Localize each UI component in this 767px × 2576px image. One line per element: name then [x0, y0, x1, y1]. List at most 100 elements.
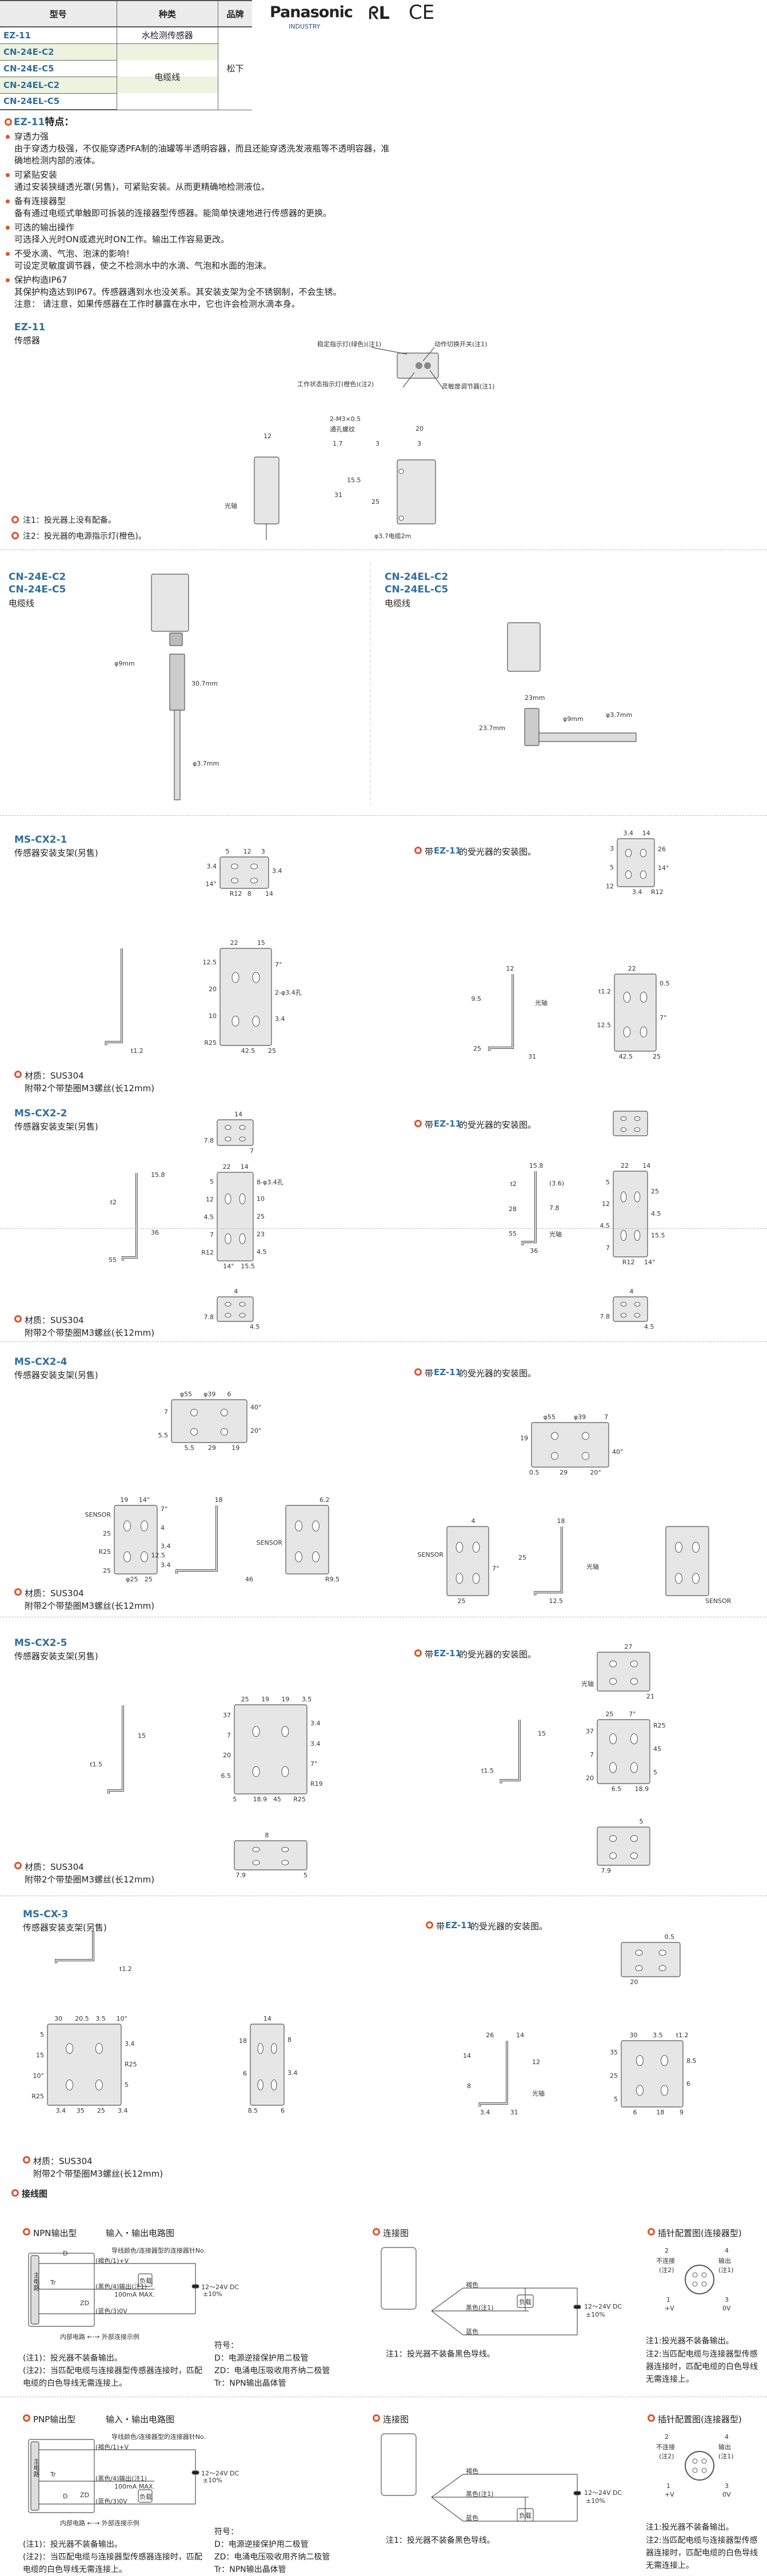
dimension-label: 4.5 — [250, 1323, 260, 1331]
dimension-label: 7.8 — [600, 1313, 610, 1321]
indicator-led — [416, 362, 422, 369]
mount-hole — [66, 2043, 74, 2054]
dimension-label: SENSOR — [705, 1597, 732, 1605]
dimension-label: 14 — [240, 1163, 249, 1171]
dimension-label: 22 — [621, 1162, 629, 1169]
dimension-label: 42.5 — [241, 1047, 255, 1055]
mount-hole — [609, 1852, 617, 1860]
note-1: 注1：投光器上没有配备。 — [23, 516, 116, 525]
dimension-label: 5 — [639, 1818, 644, 1825]
symbol-item: Tr：NPN输出晶体管 — [214, 2379, 286, 2388]
dimension-label: 12 — [243, 848, 251, 855]
mount-hole — [190, 1428, 198, 1436]
mount-hole — [252, 1766, 260, 1777]
pin-label: 2 — [665, 2433, 669, 2441]
dimension-label: 0.5 — [664, 1933, 675, 1941]
mount-hole — [635, 1965, 643, 1972]
tolerance-label: ±10% — [203, 2290, 222, 2298]
dimension-label: 12.5 — [202, 958, 217, 966]
bracket-plate — [597, 1719, 650, 1784]
dimension-label: 55 — [509, 1230, 517, 1238]
mount-hole — [636, 2085, 644, 2096]
bracket-plate — [531, 1422, 609, 1468]
main-circuit-label: 主电路 — [33, 2272, 40, 2291]
feature-item: 备有连接器型备有通过电缆式单触即可拆装的连接器型传感器。能简单快速地进行传感器的… — [5, 195, 393, 219]
dimension-label: 25 — [651, 1188, 659, 1196]
dimension-label: 55 — [109, 1256, 117, 1264]
bullet-ring-icon — [11, 516, 19, 523]
bracket-plate — [171, 1399, 247, 1443]
dimension-label: 3.4 — [310, 1720, 321, 1728]
dimension-label: 3.5 — [301, 1696, 312, 1703]
dimension-label: 35 — [76, 2107, 85, 2114]
symbols-title: 符号： — [214, 2341, 238, 2350]
mount-hole — [231, 878, 238, 884]
elbow-connector — [524, 708, 540, 746]
sensor-body — [507, 622, 541, 672]
pin-label: 1 — [666, 2296, 670, 2303]
mount-hole — [630, 1733, 638, 1745]
mount-hole — [658, 1949, 666, 1956]
bullet-ring-icon — [414, 847, 422, 854]
dimension-label: 37 — [223, 1711, 231, 1719]
dimension-label: R9.5 — [325, 1576, 340, 1583]
dimension-label: 15 — [538, 1729, 546, 1737]
dimension-label: φ25 — [126, 1576, 138, 1583]
mount-hole — [634, 1116, 641, 1121]
dimension-label: 25 — [457, 1597, 466, 1605]
mount-hole — [271, 2043, 277, 2054]
circuit-title: 输入・输出电路图 — [106, 2414, 175, 2425]
dimension-label: 0.5 — [529, 1469, 540, 1476]
main-circuit-label: 主电路 — [33, 2458, 40, 2477]
material-label: 材质：SUS304 — [25, 1588, 84, 1599]
dimension-label: 12 — [532, 2058, 540, 2066]
mount-hole — [675, 1573, 682, 1584]
panasonic-logo: Panasonic — [270, 3, 353, 21]
dimension-label: φ9mm — [563, 715, 584, 723]
dimension-label: φ39 — [573, 1413, 586, 1421]
dimension-label: 3 — [610, 844, 614, 852]
mount-hole — [634, 1191, 641, 1203]
mount-hole — [281, 1846, 289, 1852]
mount-hole — [625, 870, 632, 879]
mount-hole — [630, 1660, 638, 1668]
transistor-label: Tr — [50, 2471, 56, 2478]
mount-hole — [630, 1835, 638, 1842]
dimension-label: 8-φ3.4孔 — [257, 1178, 283, 1186]
mount-hole — [231, 863, 238, 870]
mount-hole — [456, 1573, 464, 1584]
dimension-label: 3 — [417, 440, 421, 447]
pin-note: 注2:当匹配电缆与连接器型传感器连接时，匹配电缆的白色导线无需连接上。 — [646, 2350, 758, 2384]
material-label: 材质：SUS304 — [33, 2156, 93, 2166]
mount-hole — [609, 1733, 617, 1745]
dimension-label: t1.5 — [481, 1766, 494, 1774]
dimension-label: R12 — [651, 888, 664, 896]
mount-hole — [630, 1852, 638, 1860]
bracket-plate — [617, 838, 655, 887]
tolerance-label: ±10% — [203, 2477, 222, 2484]
dimension-label: 29 — [207, 1444, 216, 1452]
pin-label: 不连接 — [656, 2257, 675, 2265]
bracket-plate — [285, 1505, 329, 1575]
mount-hole — [252, 972, 260, 983]
dimension-label: 3.5 — [95, 2015, 106, 2022]
dimension-label: 14° — [138, 1496, 150, 1504]
load-label: 负载 — [139, 2277, 152, 2285]
mount-hole — [123, 1520, 131, 1532]
dimension-label: 5 — [610, 863, 614, 871]
dimension-label: 7° — [629, 1710, 636, 1718]
power-supply-icon — [191, 2284, 199, 2289]
dimension-label: 14° — [644, 1259, 656, 1266]
mount-hole — [630, 1762, 638, 1773]
cable-ferrule — [169, 654, 185, 711]
dimension-label: 3.4 — [480, 2109, 490, 2116]
dimension-label: 22 — [230, 939, 238, 947]
dimension-label: 光轴 — [535, 999, 548, 1007]
material-label: 材质：SUS304 — [25, 1862, 84, 1872]
dimension-label: 6 — [243, 2070, 247, 2078]
wire-blue-label: 蓝色 — [466, 2514, 478, 2522]
pin-hole — [701, 2281, 707, 2287]
bullet-ring-icon — [23, 2156, 30, 2164]
dimension-label: 15 — [138, 1732, 146, 1740]
dimension-label: 20° — [590, 1469, 601, 1476]
